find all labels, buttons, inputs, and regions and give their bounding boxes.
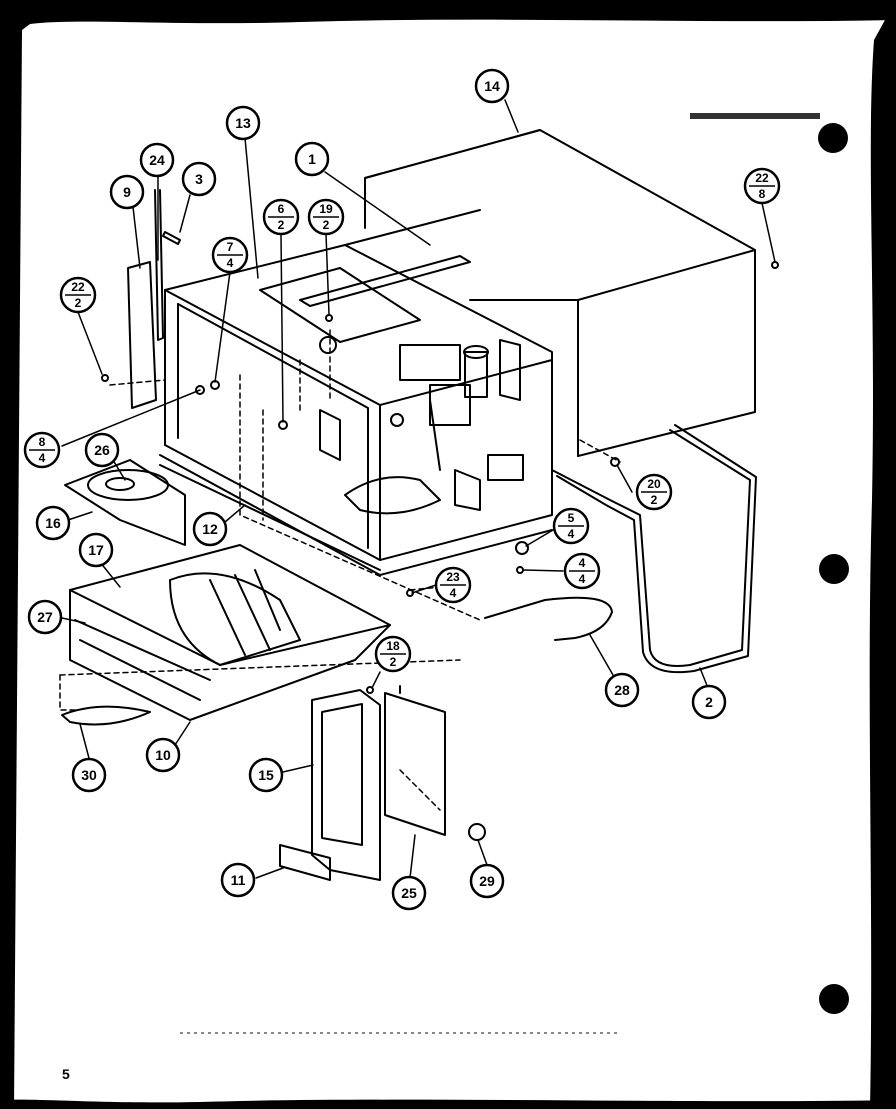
fraction-top: 18 — [386, 639, 400, 653]
fraction-bottom: 2 — [390, 655, 397, 669]
callout-15: 15 — [248, 757, 284, 793]
fraction-top: 23 — [446, 570, 460, 584]
callout-30: 30 — [71, 757, 107, 793]
fraction-top: 22 — [755, 171, 769, 185]
punch-hole — [819, 984, 849, 1014]
callout-label: 28 — [614, 682, 630, 698]
callout-1: 1 — [294, 141, 330, 177]
fraction-top: 20 — [647, 477, 661, 491]
sensor-cable-part — [484, 596, 613, 641]
callout-2: 2 — [691, 684, 727, 720]
waveguide-bar-part — [259, 209, 481, 343]
fraction-callout-5-4: 5 4 — [552, 507, 590, 545]
callout-label: 30 — [81, 767, 97, 783]
fraction-top: 22 — [71, 280, 85, 294]
fraction-bottom: 4 — [568, 527, 575, 541]
fraction-callout-4-4: 4 4 — [563, 552, 601, 590]
fraction-callout-6-2: 6 2 — [262, 198, 300, 236]
scan-mark — [690, 113, 820, 119]
callout-label: 25 — [401, 885, 417, 901]
callout-11: 11 — [220, 862, 256, 898]
callout-26: 26 — [84, 432, 120, 468]
screws — [101, 261, 779, 694]
callout-label: 15 — [258, 767, 274, 783]
side-panel-part — [127, 189, 181, 409]
outer-cabinet-part — [364, 129, 756, 457]
fraction-top: 7 — [227, 240, 234, 254]
callout-25: 25 — [391, 875, 427, 911]
turntable-motor-part — [64, 459, 381, 571]
callout-14: 14 — [474, 68, 510, 104]
callout-3: 3 — [181, 161, 217, 197]
internal-components — [319, 336, 524, 515]
callout-label: 10 — [155, 747, 171, 763]
fraction-bottom: 2 — [75, 296, 82, 310]
fraction-callout-19-2: 19 2 — [307, 198, 345, 236]
callout-16: 16 — [35, 505, 71, 541]
callout-label: 17 — [88, 542, 104, 558]
callout-label: 27 — [37, 609, 53, 625]
fraction-bottom: 2 — [323, 218, 330, 232]
callout-label: 24 — [149, 152, 165, 168]
callout-label: 11 — [231, 872, 246, 888]
callout-12: 12 — [192, 511, 228, 547]
fraction-top: 5 — [568, 511, 575, 525]
fraction-callout-7-4: 7 4 — [211, 236, 249, 274]
lamp-lens-part — [61, 705, 151, 726]
choke-panel-part — [384, 685, 486, 841]
punch-hole — [819, 554, 849, 584]
callout-label: 26 — [94, 442, 110, 458]
chassis-cavity-part — [159, 244, 553, 576]
fraction-callout-22-8: 22 8 — [743, 167, 781, 205]
callout-label: 16 — [45, 515, 61, 531]
callout-24: 24 — [139, 142, 175, 178]
power-cord-part — [551, 424, 757, 674]
callout-29: 29 — [469, 863, 505, 899]
callout-label: 29 — [479, 873, 495, 889]
callout-label: 1 — [308, 151, 316, 167]
fraction-bottom: 4 — [579, 572, 586, 586]
fraction-top: 6 — [278, 202, 285, 216]
callout-13: 13 — [225, 105, 261, 141]
fraction-bottom: 4 — [39, 451, 46, 465]
base-pan-part — [69, 544, 391, 721]
fraction-callout-18-2: 18 2 — [374, 635, 412, 673]
fraction-bottom: 4 — [227, 256, 234, 270]
page-number: 5 — [62, 1066, 70, 1082]
callout-label: 2 — [705, 694, 713, 710]
fraction-callout-20-2: 20 2 — [635, 473, 673, 511]
callout-label: 3 — [195, 171, 203, 187]
fraction-top: 19 — [319, 202, 333, 216]
fraction-callout-23-4: 23 4 — [434, 566, 472, 604]
callout-label: 12 — [202, 521, 218, 537]
fraction-bottom: 4 — [450, 586, 457, 600]
callout-label: 13 — [235, 115, 251, 131]
leader-lines — [61, 99, 776, 879]
punch-hole — [818, 123, 848, 153]
fraction-bottom: 8 — [759, 187, 766, 201]
callout-9: 9 — [109, 174, 145, 210]
fraction-callout-8-4: 8 4 — [23, 431, 61, 469]
callout-27: 27 — [27, 599, 63, 635]
fraction-callout-22-2: 22 2 — [59, 276, 97, 314]
fraction-bottom: 2 — [651, 493, 658, 507]
callout-label: 9 — [123, 184, 131, 200]
fraction-bottom: 2 — [278, 218, 285, 232]
callout-label: 14 — [484, 78, 500, 94]
callout-17: 17 — [78, 532, 114, 568]
fraction-top: 8 — [39, 435, 46, 449]
callout-10: 10 — [145, 737, 181, 773]
callout-28: 28 — [604, 672, 640, 708]
fraction-top: 4 — [579, 556, 586, 570]
door-part — [279, 689, 381, 881]
